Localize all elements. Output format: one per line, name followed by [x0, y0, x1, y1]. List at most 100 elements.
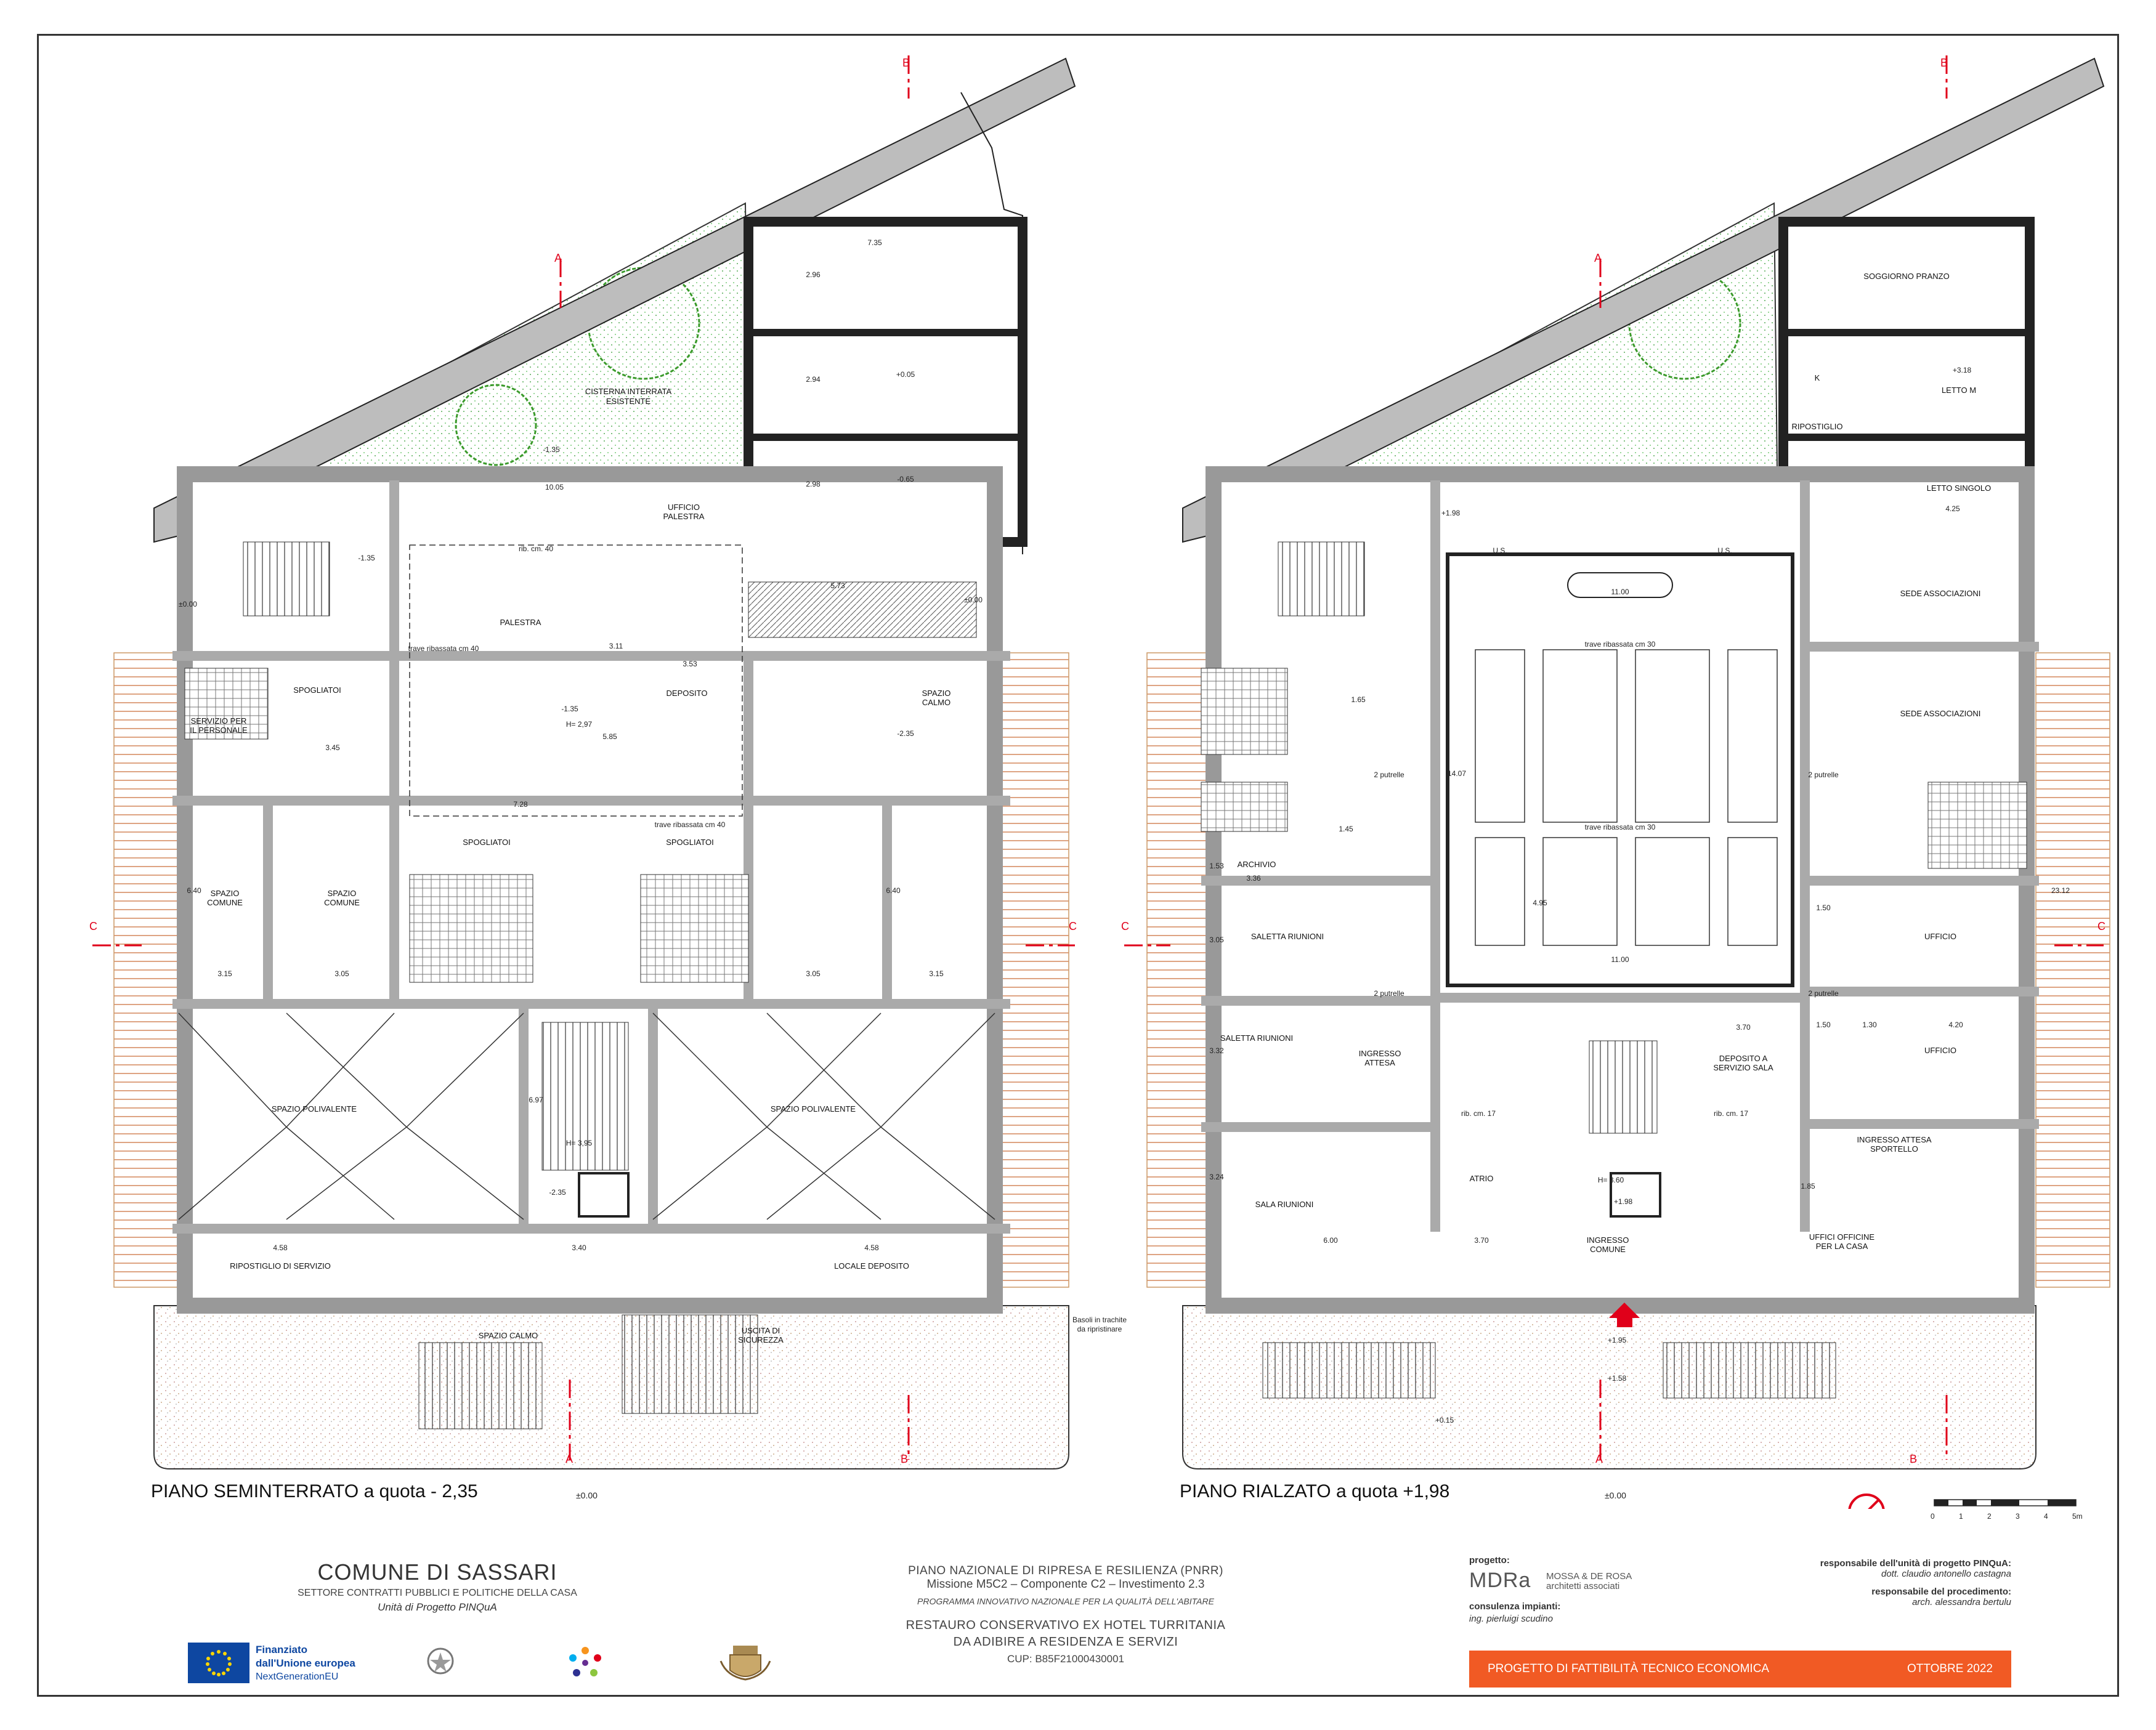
left-toilets-b — [640, 874, 749, 983]
svg-text:SALA RIUNIONI: SALA RIUNIONI — [1255, 1200, 1314, 1209]
svg-text:SALETTA RIUNIONI: SALETTA RIUNIONI — [1220, 1033, 1293, 1043]
right-terrace-east — [2035, 652, 2110, 1288]
scale-bar — [1934, 1499, 2077, 1506]
svg-text:±0.00: ±0.00 — [964, 596, 983, 604]
phase-label: PROGETTO DI FATTIBILITÀ TECNICO ECONOMIC… — [1488, 1662, 1770, 1675]
republic-emblem-icon — [427, 1647, 454, 1675]
studio-logo: MDRa — [1469, 1569, 1531, 1592]
left-stair-south — [418, 1342, 543, 1429]
right-plan-title: PIANO RIALZATO a quota +1,98 — [1180, 1481, 1450, 1502]
svg-text:COMUNE: COMUNE — [207, 898, 243, 907]
svg-text:SERVIZIO SALA: SERVIZIO SALA — [1713, 1063, 1773, 1072]
svg-text:SPORTELLO: SPORTELLO — [1870, 1144, 1918, 1154]
svg-text:PER LA CASA: PER LA CASA — [1816, 1242, 1868, 1251]
svg-text:trave ribassata cm 40: trave ribassata cm 40 — [408, 644, 479, 653]
svg-text:SPAZIO CALMO: SPAZIO CALMO — [479, 1331, 538, 1340]
section-mark-c: C — [2097, 920, 2105, 932]
left-stair-north — [243, 541, 330, 616]
svg-text:H= 2,97: H= 2,97 — [566, 720, 593, 729]
svg-text:SICUREZZA: SICUREZZA — [738, 1335, 784, 1344]
svg-text:UFFICIO: UFFICIO — [668, 503, 700, 512]
svg-text:3.70: 3.70 — [1736, 1023, 1751, 1032]
left-toilets-c — [184, 668, 269, 740]
sheet-frame — [37, 34, 2119, 1697]
svg-text:COMUNE: COMUNE — [324, 898, 360, 907]
svg-text:4.58: 4.58 — [273, 1243, 288, 1252]
svg-text:3.15: 3.15 — [929, 969, 944, 978]
svg-text:H= 3.60: H= 3.60 — [1598, 1176, 1624, 1184]
responsabili-block: responsabile dell'unità di progetto PINQ… — [1820, 1558, 2011, 1607]
pinqua-logo-icon — [569, 1647, 601, 1676]
left-terrace-west — [113, 652, 185, 1288]
section-mark-a: A — [1594, 252, 1602, 264]
svg-text:2.98: 2.98 — [806, 480, 821, 488]
svg-text:SPOGLIATOI: SPOGLIATOI — [666, 838, 714, 847]
svg-text:3.53: 3.53 — [683, 660, 697, 668]
svg-text:SERVIZIO PER: SERVIZIO PER — [191, 716, 247, 726]
svg-text:rib. cm. 17: rib. cm. 17 — [1714, 1109, 1748, 1118]
svg-text:4.95: 4.95 — [1533, 899, 1547, 907]
svg-text:SEDE ASSOCIAZIONI: SEDE ASSOCIAZIONI — [1900, 589, 1981, 598]
svg-text:+1.98: +1.98 — [1441, 509, 1461, 517]
svg-text:SALETTA RIUNIONI: SALETTA RIUNIONI — [1251, 932, 1324, 941]
left-plan-title: PIANO SEMINTERRATO a quota - 2,35 — [151, 1481, 478, 1502]
svg-text:14.07: 14.07 — [1448, 769, 1466, 778]
svg-text:SPOGLIATOI: SPOGLIATOI — [293, 685, 341, 695]
meeting-table — [1567, 572, 1673, 598]
svg-text:COMUNE: COMUNE — [1590, 1245, 1626, 1254]
comune-name: COMUNE DI SASSARI — [317, 1559, 557, 1585]
svg-text:2 putrelle: 2 putrelle — [1808, 989, 1839, 998]
north-arrow-icon — [1848, 1494, 1885, 1509]
programme-block: PIANO NAZIONALE DI RIPRESA E RESILIENZA … — [906, 1564, 1226, 1665]
svg-text:-2.35: -2.35 — [897, 729, 914, 738]
consulenza-name: ing. pierluigi scudino — [1469, 1614, 1553, 1624]
section-mark-b: B — [1910, 1453, 1917, 1465]
svg-text:da ripristinare: da ripristinare — [1077, 1325, 1122, 1333]
svg-text:CISTERNA INTERRATA: CISTERNA INTERRATA — [585, 387, 672, 396]
svg-text:1.50: 1.50 — [1816, 1021, 1831, 1029]
entrance-arrow-icon — [1609, 1303, 1640, 1327]
svg-text:SPAZIO: SPAZIO — [328, 889, 357, 898]
section-mark-a: A — [1595, 1453, 1603, 1465]
svg-text:3.05: 3.05 — [1209, 936, 1224, 944]
phase-bar: PROGETTO DI FATTIBILITÀ TECNICO ECONOMIC… — [1469, 1651, 2011, 1688]
left-terrace-east — [994, 652, 1069, 1288]
svg-text:6.40: 6.40 — [886, 886, 901, 895]
svg-text:3.15: 3.15 — [217, 969, 232, 978]
right-stair-core — [1589, 1040, 1658, 1134]
svg-text:CALMO: CALMO — [922, 698, 950, 707]
consulenza-label: consulenza impianti: — [1469, 1601, 1561, 1612]
svg-text:-1.35: -1.35 — [358, 554, 375, 562]
section-mark-a: A — [554, 252, 562, 264]
svg-text:PALESTRA: PALESTRA — [663, 512, 705, 521]
svg-text:2 putrelle: 2 putrelle — [1374, 770, 1404, 779]
svg-text:Basoli in trachite: Basoli in trachite — [1072, 1316, 1127, 1324]
progetto-label: progetto: — [1469, 1555, 1510, 1566]
svg-text:INGRESSO: INGRESSO — [1587, 1235, 1629, 1245]
svg-text:3.05: 3.05 — [334, 969, 349, 978]
svg-text:23.12: 23.12 — [2051, 886, 2070, 895]
svg-text:ESISTENTE: ESISTENTE — [606, 397, 651, 406]
svg-text:INGRESSO: INGRESSO — [1359, 1049, 1401, 1058]
svg-text:SPAZIO: SPAZIO — [922, 689, 951, 698]
studio-name: MOSSA & DE ROSA architetti associati — [1546, 1571, 1632, 1591]
section-mark-b: B — [901, 1453, 908, 1465]
main-hall — [1446, 552, 1794, 987]
section-mark-c: C — [1069, 920, 1077, 932]
date-label: OTTOBRE 2022 — [1907, 1662, 1993, 1675]
svg-text:SPOGLIATOI: SPOGLIATOI — [463, 838, 511, 847]
svg-text:+1.58: +1.58 — [1608, 1374, 1627, 1383]
right-stair-south-b — [1663, 1342, 1836, 1399]
left-ramp — [748, 581, 977, 638]
svg-text:-0.65: -0.65 — [897, 475, 914, 483]
svg-text:UFFICIO: UFFICIO — [1924, 932, 1956, 941]
svg-text:7.28: 7.28 — [513, 800, 528, 809]
svg-text:SEDE ASSOCIAZIONI: SEDE ASSOCIAZIONI — [1900, 709, 1981, 718]
svg-text:ATRIO: ATRIO — [1470, 1174, 1494, 1183]
svg-text:U.S.: U.S. — [1717, 546, 1732, 555]
right-stair-south-a — [1262, 1342, 1436, 1399]
sassari-coat-of-arms-icon — [719, 1646, 771, 1681]
svg-text:±0.00: ±0.00 — [179, 600, 197, 608]
svg-text:3.11: 3.11 — [609, 642, 623, 650]
eu-funding-text: Finanziato dall'Unione europea NextGener… — [256, 1644, 355, 1682]
